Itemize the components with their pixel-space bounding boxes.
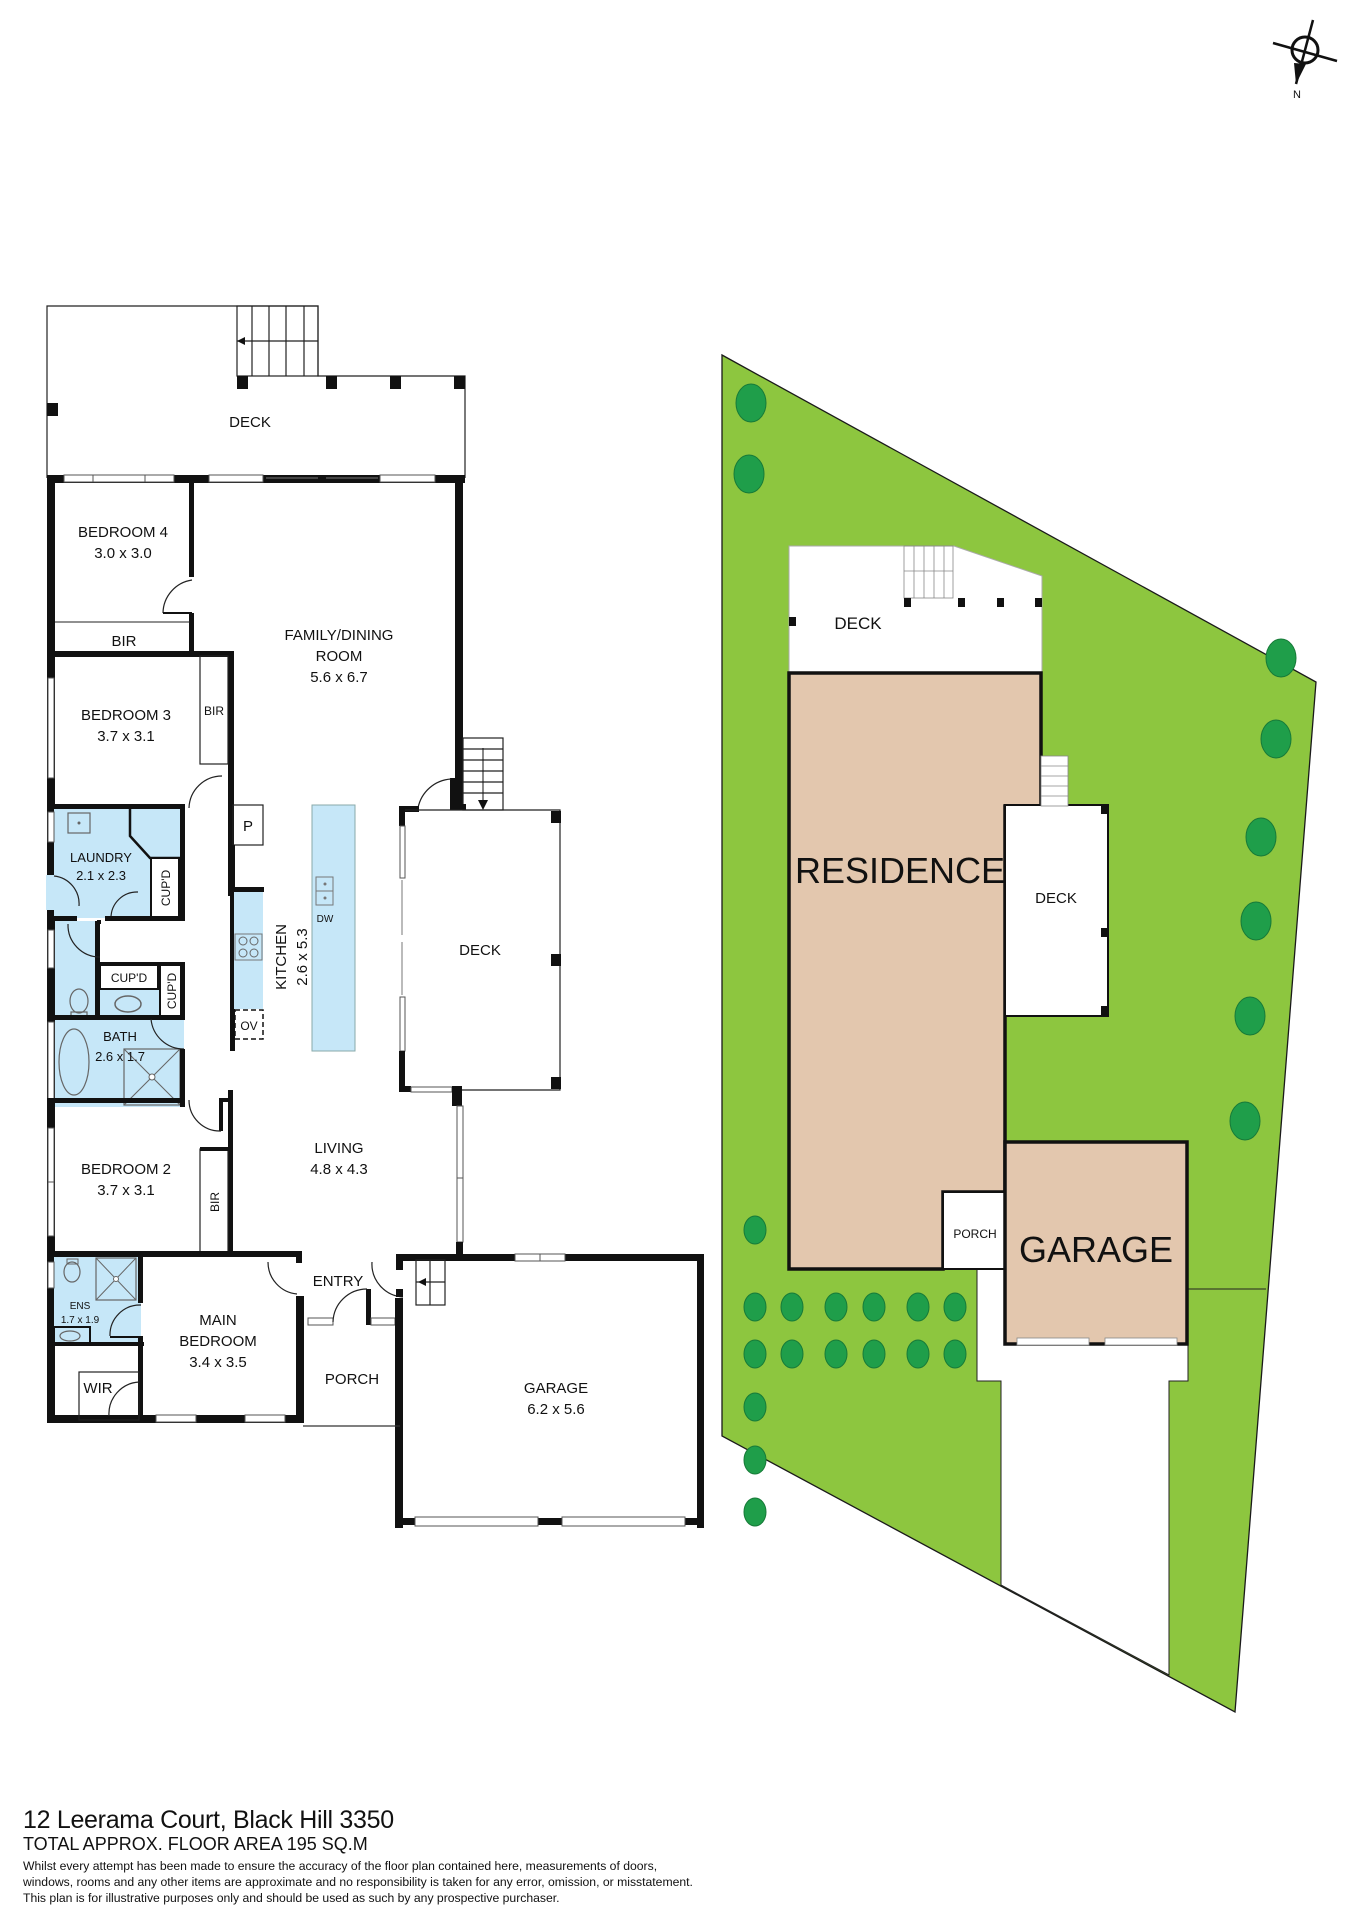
hall-cupd-label: CUP'D [111,971,148,985]
oven-label: OV [240,1019,257,1033]
disclaimer: Whilst every attempt has been made to en… [23,1858,823,1906]
bath: BATH 2.6 x 1.7 [47,1015,185,1108]
site-stairs-icon [903,545,954,599]
bedroom-2-label: BEDROOM 2 [81,1161,171,1178]
bedroom-3: BIR BEDROOM 3 3.7 x 3.1 [47,651,234,896]
bedroom-3-label: BEDROOM 3 [81,707,171,724]
bedroom-3-size: 3.7 x 3.1 [97,728,155,745]
garage-stairs-icon [415,1259,446,1306]
bedroom-4-size: 3.0 x 3.0 [94,545,152,562]
site-garage-label: GARAGE [1019,1229,1173,1270]
site-porch-label: PORCH [953,1227,996,1241]
oven-icon [234,1009,264,1040]
family-dining-label-2: ROOM [316,648,363,665]
rear-deck-stairs-icon [236,305,319,377]
stairs-arrow-icon [478,800,488,810]
garage: GARAGE 6.2 x 5.6 [396,1253,704,1528]
bedroom-2: BIR BEDROOM 2 3.7 x 3.1 [47,1090,233,1256]
bath-label: BATH [103,1029,137,1044]
ensuite-size: 1.7 x 1.9 [61,1315,100,1326]
site-garage [1003,1140,1189,1346]
floor-area: TOTAL APPROX. FLOOR AREA 195 SQ.M [23,1834,368,1854]
side-deck-label: DECK [459,942,501,959]
main-bedroom-suite: ENS 1.7 x 1.9 WIR MAIN BEDROOM 3.4 x 3.5 [47,1251,302,1423]
bed4-bir-label: BIR [111,633,136,650]
main-bedroom-size: 3.4 x 3.5 [189,1354,247,1371]
ensuite-label: ENS [70,1301,91,1312]
kitchen-island [311,804,356,1052]
dishwasher-label: DW [317,914,334,925]
pantry [232,804,264,846]
living-label: LIVING [314,1140,363,1157]
family-dining-size: 5.6 x 6.7 [310,669,368,686]
kitchen-size: 2.6 x 5.3 [294,928,311,986]
bedroom-4: BEDROOM 4 3.0 x 3.0 BIR [55,479,194,655]
tree-icons [733,383,1297,1527]
main-bedroom-label-1: MAIN [199,1312,237,1329]
laundry-label: LAUNDRY [70,850,132,865]
laundry-size: 2.1 x 2.3 [76,868,126,883]
garage-label: GARAGE [524,1380,588,1397]
kitchen-label: KITCHEN [273,924,290,990]
site-residence-label: RESIDENCE [795,850,1005,891]
site-porch [942,1191,1006,1270]
porch-label: PORCH [325,1371,379,1388]
main-bedroom-label-2: BEDROOM [179,1333,257,1350]
floor-plan: DECK BEDROOM 4 3.0 x 3.0 BIR [46,305,704,1528]
rear-deck: DECK [46,305,466,478]
toilet-bath-area: CUP'D CUP'D [47,920,185,1021]
site-residence [787,671,1043,1271]
rear-deck-label: DECK [229,414,271,431]
site-rear-deck-label: DECK [834,614,882,633]
bath-size: 2.6 x 1.7 [95,1049,145,1064]
disclaimer-line-3: This plan is for illustrative purposes o… [23,1891,560,1905]
garage-size: 6.2 x 5.6 [527,1401,585,1418]
disclaimer-line-2: windows, rooms and any other items are a… [23,1875,693,1889]
bed2-bir-label: BIR [208,1192,222,1212]
family-dining-label-1: FAMILY/DINING [285,627,394,644]
pantry-label: P [243,818,253,835]
disclaimer-line-1: Whilst every attempt has been made to en… [23,1859,658,1873]
bedroom-4-label: BEDROOM 4 [78,524,168,541]
bedroom-2-size: 3.7 x 3.1 [97,1182,155,1199]
entry-porch: ENTRY PORCH [303,1261,404,1528]
kitchen: OV KITCHEN 2.6 x 5.3 DW [230,804,356,1052]
laundry: CUP'D LAUNDRY 2.1 x 2.3 [46,804,185,921]
hall-cupd-2-label: CUP'D [165,973,179,1010]
site-rear-deck [788,545,1043,673]
living-size: 4.8 x 4.3 [310,1161,368,1178]
site-plan: DECK RESIDENCE DECK PORCH GARAGE [721,353,1317,1714]
laundry-cupd-label: CUP'D [159,870,173,907]
compass-n-label: N [1293,89,1301,101]
entry-label: ENTRY [313,1273,364,1290]
site-side-deck [1004,804,1109,1017]
compass-north-icon: N [1272,19,1338,101]
site-side-deck-label: DECK [1035,890,1077,907]
wir-label: WIR [83,1380,112,1397]
bed3-bir-label: BIR [204,704,224,718]
cooktop-icon [234,933,263,961]
property-address: 12 Leerama Court, Black Hill 3350 [23,1806,394,1834]
side-deck: DECK [399,737,561,1106]
